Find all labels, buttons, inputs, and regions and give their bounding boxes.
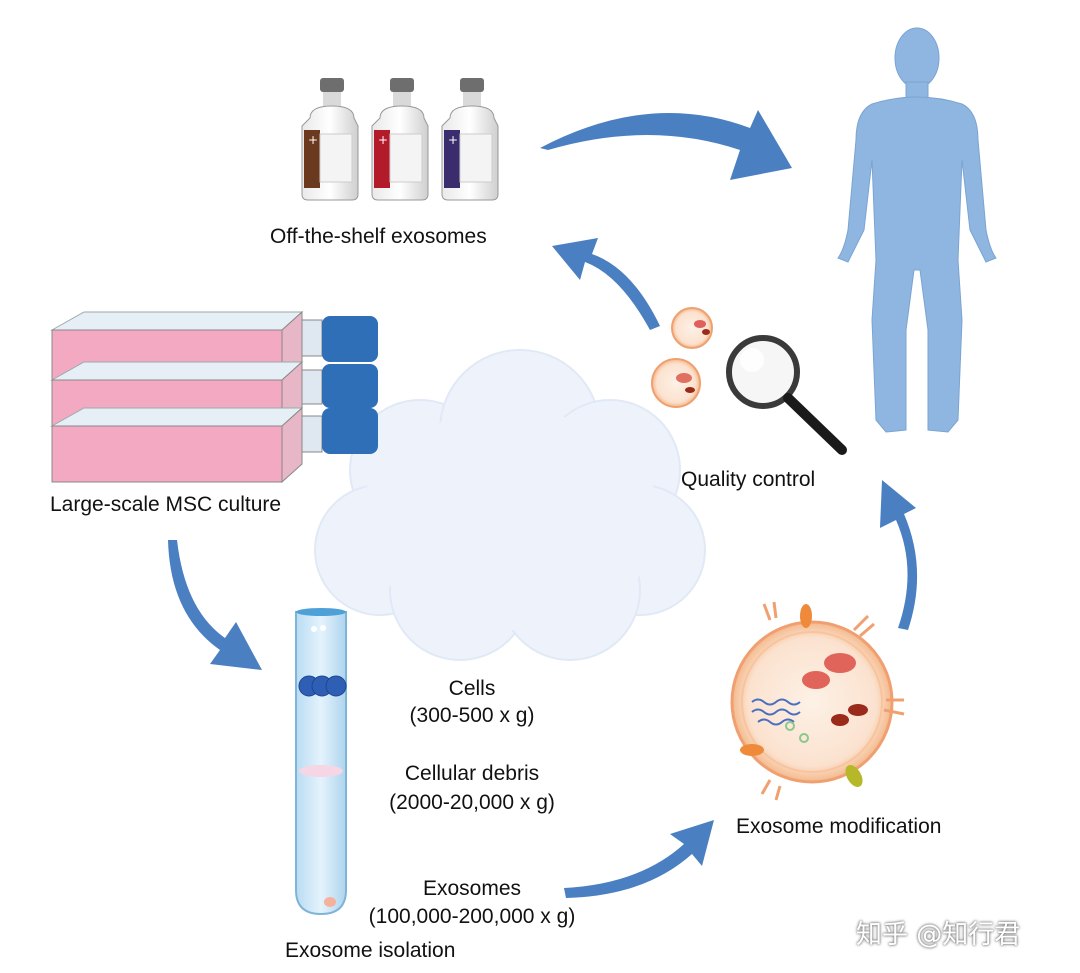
fraction-exosomes-force: (100,000-200,000 x g) (368, 905, 576, 928)
quality-control-illustration (651, 307, 847, 455)
background-cloud (314, 349, 706, 661)
fraction-debris-force: (2000-20,000 x g) (389, 791, 555, 814)
arrow-culture-to-tube (168, 540, 262, 670)
label-large-scale-msc-culture: Large-scale MSC culture (50, 493, 282, 516)
fraction-cells-name: Cells (448, 677, 496, 700)
human-silhouette (837, 27, 997, 433)
label-quality-control: Quality control (681, 468, 816, 491)
arrow-vials-to-human (540, 110, 792, 180)
arrow-modification-to-qc (880, 480, 918, 630)
vials-illustration: + + + (301, 78, 499, 201)
centrifuge-tube (295, 608, 347, 916)
arrow-isolation-to-modification (564, 820, 714, 898)
fraction-exosomes-name: Exosomes (422, 877, 522, 900)
arrow-qc-to-vials (552, 238, 660, 330)
culture-flasks-illustration (50, 310, 378, 484)
svg-text:+: + (378, 133, 388, 147)
process-arrows (168, 110, 918, 898)
label-off-the-shelf-exosomes: Off-the-shelf exosomes (270, 225, 487, 248)
fraction-cells-force: (300-500 x g) (409, 704, 535, 727)
svg-text:+: + (448, 133, 458, 147)
watermark: 知乎 @知行君 (856, 920, 1021, 950)
label-exosome-modification: Exosome modification (736, 815, 942, 838)
svg-text:+: + (308, 133, 318, 147)
modified-exosome-illustration (730, 601, 905, 801)
fraction-debris-name: Cellular debris (404, 762, 540, 785)
label-exosome-isolation: Exosome isolation (285, 939, 456, 962)
